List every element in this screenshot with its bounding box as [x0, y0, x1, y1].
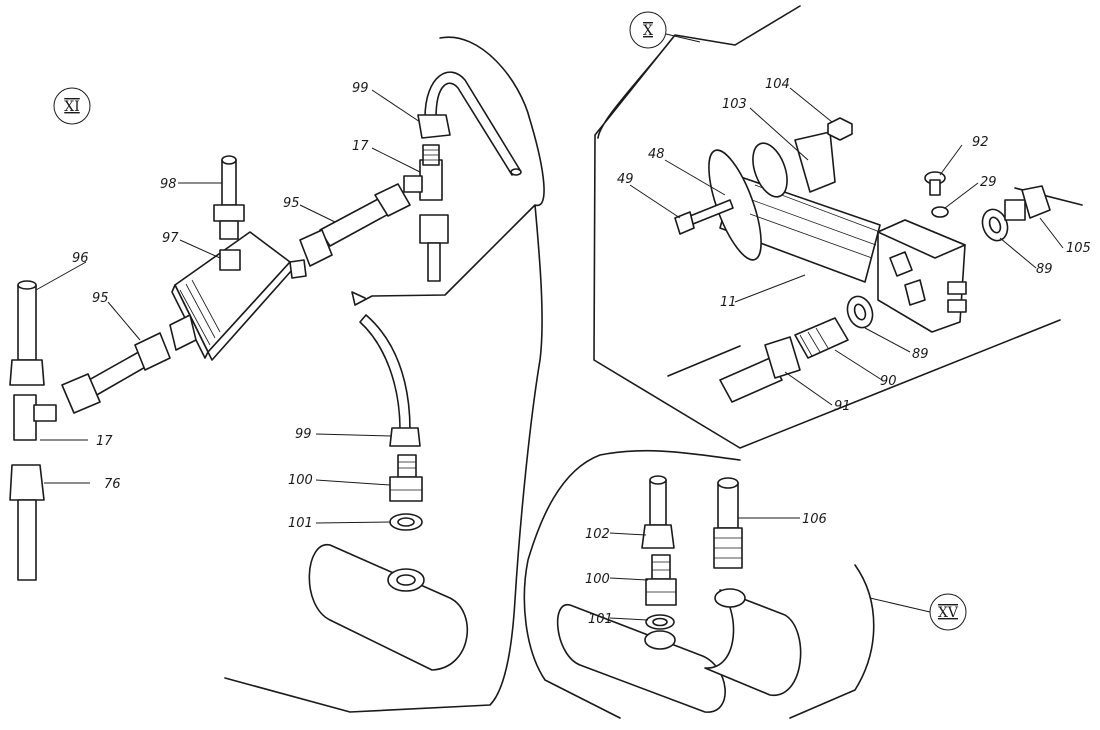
pipe-99-bottom	[359, 314, 421, 447]
pipe-95-mid	[299, 183, 411, 267]
view-label-x: X	[629, 11, 701, 49]
fitting-100-mid	[389, 454, 423, 502]
screw-92	[924, 171, 946, 196]
part-label-89-low: 89	[912, 347, 929, 362]
part-label-106: 106	[802, 512, 827, 527]
washer-101-low	[645, 614, 675, 630]
view-label-xi: XI	[53, 87, 91, 125]
boundary-x-section	[593, 5, 1061, 449]
distributor-block-97	[169, 231, 307, 361]
shaft-pair-xv	[556, 588, 802, 713]
part-label-11: 11	[720, 295, 737, 310]
part-label-102: 102	[585, 527, 610, 542]
plug-105	[1004, 185, 1051, 221]
part-label-100-mid: 100	[288, 473, 313, 488]
part-label-90: 90	[880, 374, 897, 389]
part-label-99-bottom: 99	[295, 427, 312, 442]
bolt-49	[674, 199, 734, 235]
part-label-104: 104	[765, 77, 790, 92]
washer-89-right	[981, 208, 1009, 242]
shaft-bottom-xi	[308, 544, 469, 671]
fitting-76	[9, 464, 45, 581]
part-label-76: 76	[104, 477, 121, 492]
fitting-lower-top	[419, 214, 449, 282]
pipe-bend-99-top	[417, 71, 522, 176]
part-label-92: 92	[972, 135, 989, 150]
fitting-98	[213, 155, 245, 240]
fitting-106	[713, 477, 743, 569]
nut-104	[827, 117, 853, 141]
part-label-100-low: 100	[585, 572, 610, 587]
washer-29	[931, 206, 949, 218]
part-label-98: 98	[160, 177, 177, 192]
part-label-101-low: 101	[588, 612, 613, 627]
fitting-100-low	[645, 554, 677, 606]
boundary-xv-section	[523, 449, 875, 719]
part-label-49: 49	[617, 172, 634, 187]
union-90	[794, 317, 849, 359]
part-label-95-mid: 95	[283, 196, 300, 211]
filter-housing-11	[708, 142, 881, 283]
fitting-102	[641, 475, 675, 549]
part-label-105: 105	[1066, 241, 1091, 256]
clamp-band-103	[794, 131, 836, 193]
part-label-17-left: 17	[96, 434, 113, 449]
view-label-xv-text: XV	[938, 605, 959, 621]
washer-101-mid	[389, 513, 423, 531]
tee-fitting-17-top	[403, 144, 443, 201]
view-label-xv: XV	[869, 593, 967, 631]
part-label-96: 96	[72, 251, 89, 266]
washer-89-low	[846, 295, 874, 329]
view-label-xi-text: XI	[64, 99, 80, 115]
pipe-96	[9, 280, 45, 386]
part-label-29: 29	[980, 175, 997, 190]
leader-lines	[35, 87, 1064, 621]
part-label-95-left: 95	[92, 291, 109, 306]
part-label-101-mid: 101	[288, 516, 313, 531]
tee-fitting-17-left	[13, 394, 57, 441]
nipple-91	[719, 336, 801, 403]
part-label-89-right: 89	[1036, 262, 1053, 277]
pipe-95-left	[61, 332, 171, 414]
filter-head	[877, 219, 967, 333]
boundary-xi-section	[224, 36, 545, 713]
part-label-103: 103	[722, 97, 747, 112]
part-label-91: 91	[834, 399, 851, 414]
part-label-48: 48	[648, 147, 665, 162]
part-label-17-top: 17	[352, 139, 369, 154]
part-label-99-top: 99	[352, 81, 369, 96]
view-label-x-text: X	[643, 23, 653, 39]
part-label-97: 97	[162, 231, 179, 246]
